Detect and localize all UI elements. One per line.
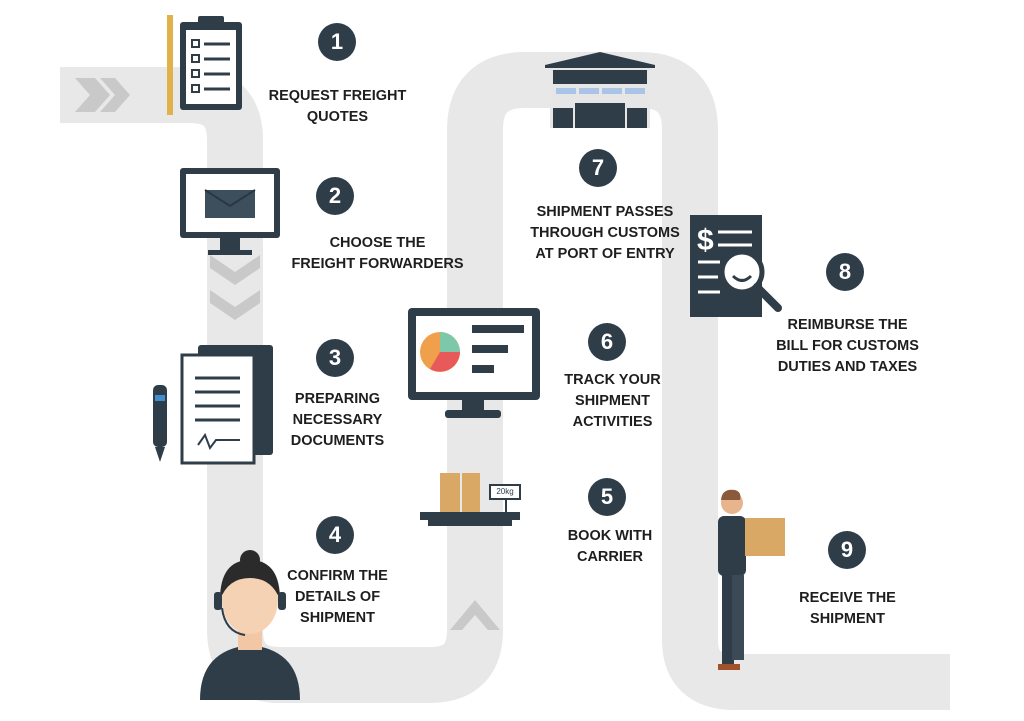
label-line: CONFIRM THE xyxy=(287,568,388,584)
support-agent-icon xyxy=(200,550,300,700)
tracking-monitor-icon xyxy=(408,308,540,418)
step-8-label: REIMBURSE THE BILL FOR CUSTOMS DUTIES AND … xyxy=(770,315,925,378)
label-line: THROUGH CUSTOMS xyxy=(530,225,680,241)
label-line: SHIPMENT PASSES xyxy=(536,204,674,220)
scale-weight-label: 20kg xyxy=(496,487,514,496)
step-8-badge: 8 xyxy=(826,253,864,291)
label-line: NECESSARY xyxy=(292,412,383,428)
label-line: BOOK WITH xyxy=(567,528,653,544)
label-line: PREPARING xyxy=(294,391,381,407)
step-4-label: CONFIRM THE DETAILS OF SHIPMENT xyxy=(270,566,405,629)
label-line: CHOOSE THE xyxy=(329,235,426,251)
label-line: SHIPMENT xyxy=(810,611,885,627)
label-line: CARRIER xyxy=(576,549,644,565)
down-chevrons-icon xyxy=(210,255,260,320)
road-path xyxy=(60,52,950,710)
label-line: RECEIVE THE xyxy=(799,590,896,606)
label-line: DUTIES AND TAXES xyxy=(777,359,918,375)
label-line: QUOTES xyxy=(306,109,369,125)
customs-bill-icon: $ xyxy=(690,215,782,317)
label-line: SHIPMENT xyxy=(300,610,375,626)
step-7-label: SHIPMENT PASSES THROUGH CUSTOMS AT PORT OF… xyxy=(515,202,695,265)
label-line: BILL FOR CUSTOMS xyxy=(776,338,919,354)
up-arrow-icon xyxy=(450,600,500,630)
step-9-label: RECEIVE THE SHIPMENT xyxy=(785,588,910,630)
warehouse-icon xyxy=(545,52,655,128)
start-chevrons-icon xyxy=(75,78,130,112)
documents-pen-icon xyxy=(153,345,273,465)
clipboard-icon xyxy=(167,15,242,115)
delivery-person-icon xyxy=(718,489,785,670)
label-line: TRACK YOUR xyxy=(564,372,661,388)
step-9-badge: 9 xyxy=(828,531,866,569)
step-2-label: CHOOSE THE FREIGHT FORWARDERS xyxy=(290,233,465,275)
label-line: REQUEST FREIGHT xyxy=(268,88,407,104)
step-6-label: TRACK YOUR SHIPMENT ACTIVITIES xyxy=(550,370,675,433)
svg-text:$: $ xyxy=(697,224,714,257)
label-line: DETAILS OF xyxy=(294,589,381,605)
step-5-label: BOOK WITH CARRIER xyxy=(550,526,670,568)
label-line: SHIPMENT xyxy=(575,393,650,409)
label-line: REIMBURSE THE xyxy=(787,317,908,333)
step-1-label: REQUEST FREIGHT QUOTES xyxy=(250,86,425,128)
step-2-badge: 2 xyxy=(316,177,354,215)
step-7-badge: 7 xyxy=(579,149,617,187)
weighing-scale-icon xyxy=(420,473,521,526)
step-3-badge: 3 xyxy=(316,339,354,377)
label-line: ACTIVITIES xyxy=(572,414,653,430)
step-5-badge: 5 xyxy=(588,478,626,516)
label-line: FREIGHT FORWARDERS xyxy=(291,256,464,272)
step-4-badge: 4 xyxy=(316,516,354,554)
monitor-email-icon xyxy=(180,168,280,255)
label-line: DOCUMENTS xyxy=(290,433,385,449)
step-1-badge: 1 xyxy=(318,23,356,61)
label-line: AT PORT OF ENTRY xyxy=(535,246,675,262)
step-6-badge: 6 xyxy=(588,323,626,361)
step-3-label: PREPARING NECESSARY DOCUMENTS xyxy=(275,389,400,452)
